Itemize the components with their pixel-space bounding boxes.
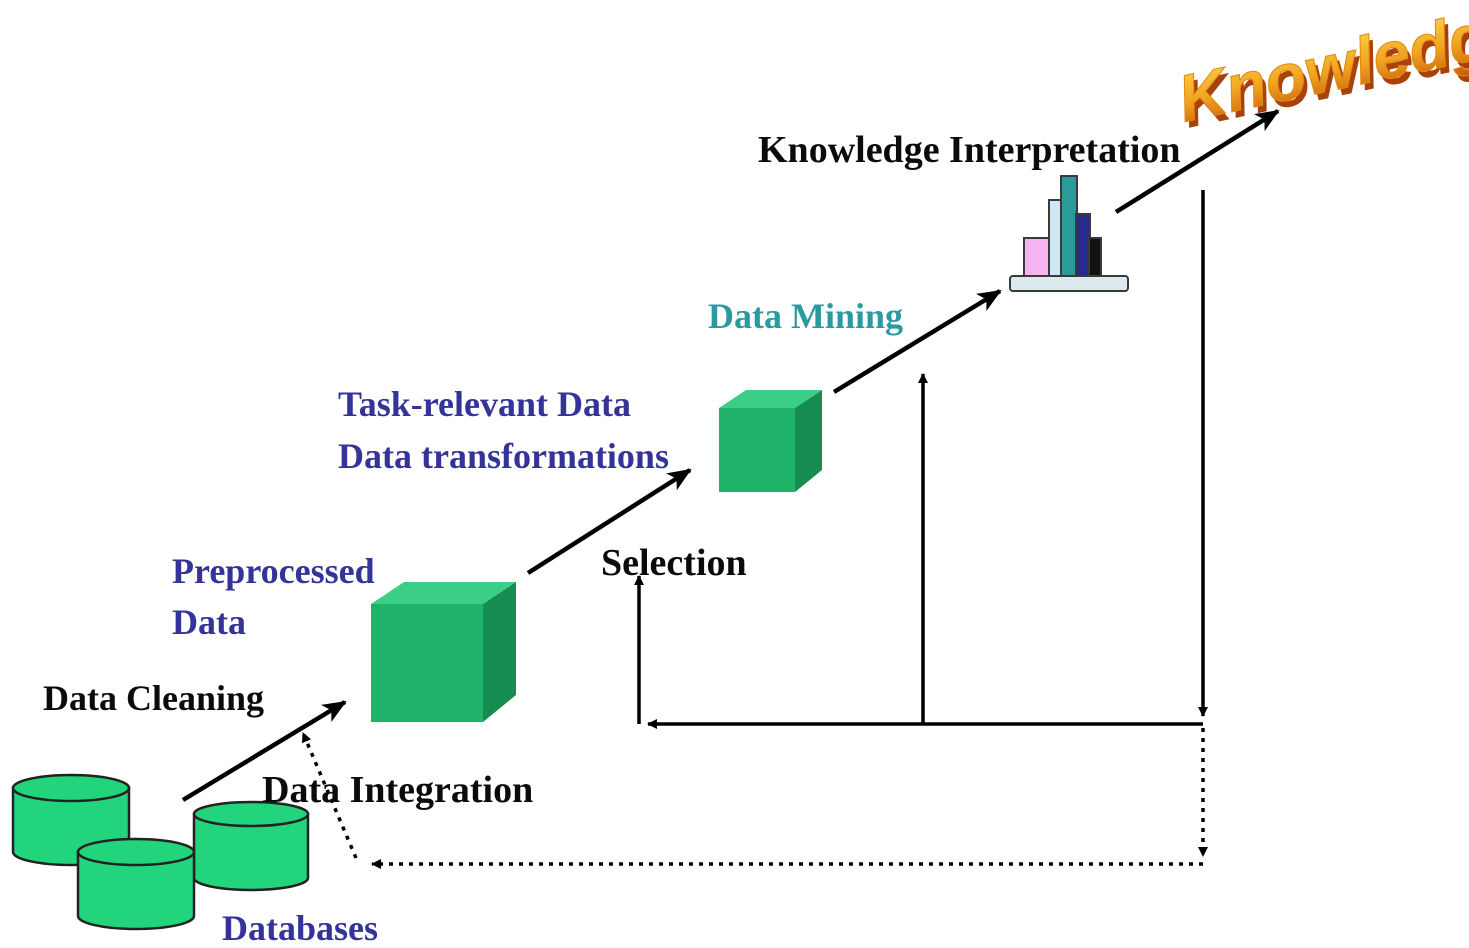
label-data-transformations: Data transformations — [338, 436, 669, 476]
feedback-loop — [634, 190, 1208, 729]
chart-base — [1009, 275, 1129, 292]
databases-icon — [11, 773, 310, 931]
knowledge-logo-text: Knowledge — [1172, 0, 1469, 136]
task-relevant-data-cube — [719, 390, 822, 492]
dotted-diagonal-line — [301, 732, 358, 859]
patterns-chart-icon — [1009, 175, 1129, 292]
arrow-databases-to-preprocessed — [181, 700, 347, 802]
chart-bar-teal — [1060, 175, 1078, 277]
database-cylinder-2 — [76, 837, 196, 931]
label-databases: Databases — [222, 908, 379, 948]
database-cylinder-3 — [192, 800, 310, 892]
chart-bar-navy — [1075, 213, 1091, 277]
arrow-task-to-patterns — [832, 289, 1002, 394]
process-arrows — [181, 109, 1280, 802]
label-preprocessed: Preprocessed — [172, 551, 375, 591]
label-task-relevant-data: Task-relevant Data — [338, 384, 632, 424]
label-data-mining: Data Mining — [708, 296, 904, 336]
arrow-patterns-to-knowledge — [1114, 109, 1280, 214]
preprocessed-data-cube — [371, 582, 516, 722]
chart-bar-black — [1088, 237, 1102, 277]
label-preprocessed-data: Data — [172, 602, 246, 642]
label-data-integration: Data Integration — [262, 769, 534, 811]
chart-bar-pink — [1023, 237, 1052, 277]
arrow-preprocessed-to-task — [526, 468, 692, 575]
label-selection: Selection — [601, 542, 747, 584]
label-knowledge-interpretation: Knowledge Interpretation — [758, 129, 1181, 171]
knowledge-logo: Knowledge Knowledge — [1171, 0, 1469, 142]
label-data-cleaning: Data Cleaning — [43, 678, 265, 718]
dotted-feedback-loop — [301, 728, 1208, 869]
